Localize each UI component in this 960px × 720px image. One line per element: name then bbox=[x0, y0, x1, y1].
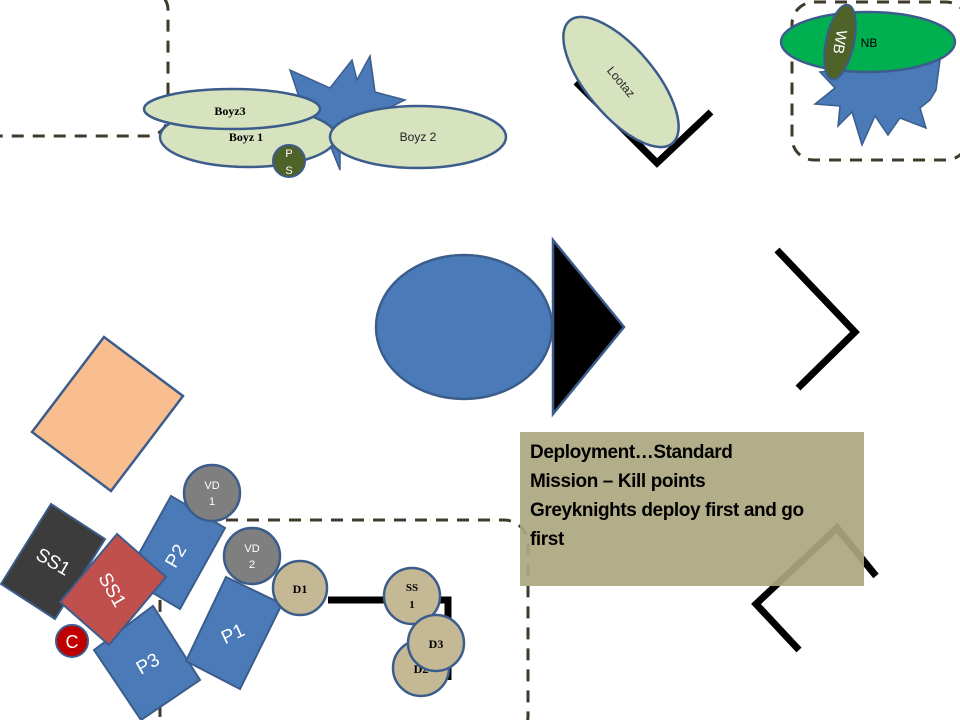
unit-d1-label: D1 bbox=[293, 582, 308, 596]
ork-deploy-zone-right bbox=[790, 0, 960, 162]
objective-center bbox=[374, 253, 554, 401]
unit-p3[interactable] bbox=[92, 604, 202, 720]
unit-boyz-3[interactable] bbox=[142, 87, 322, 131]
unit-ps[interactable] bbox=[272, 144, 306, 178]
unit-vd1-label-2: 1 bbox=[209, 496, 215, 508]
unit-ss1-red[interactable] bbox=[58, 532, 168, 647]
info-deployment: Deployment…Standard bbox=[530, 442, 733, 463]
unit-ss1-circle-label-1: SS bbox=[406, 582, 418, 594]
info-first-turn-cont: first bbox=[530, 529, 564, 550]
nb-explosion-marker bbox=[813, 59, 941, 148]
unit-p1[interactable] bbox=[184, 575, 284, 691]
unit-d1[interactable] bbox=[271, 559, 329, 617]
objective-arrow bbox=[551, 236, 626, 418]
unit-vd2[interactable] bbox=[222, 526, 282, 586]
unit-nb-label: NB bbox=[861, 36, 878, 50]
unit-lootaz[interactable] bbox=[544, 0, 699, 165]
unit-chaplain[interactable] bbox=[55, 624, 89, 658]
unit-boyz-2[interactable] bbox=[328, 104, 508, 170]
unit-vd1[interactable] bbox=[182, 463, 242, 523]
unit-ps-label-2: S bbox=[285, 165, 292, 177]
unit-chaplain-label: C bbox=[66, 632, 79, 652]
unit-boyz-3-label: Boyz3 bbox=[214, 104, 245, 118]
unit-d3-label: D3 bbox=[429, 637, 444, 651]
unit-vd2-label-1: VD bbox=[244, 543, 259, 555]
unit-vd1-label-1: VD bbox=[204, 480, 219, 492]
unit-ss1-circle[interactable] bbox=[382, 566, 442, 626]
unit-ss1-dark[interactable] bbox=[0, 502, 107, 621]
info-mission: Mission – Kill points bbox=[530, 471, 706, 492]
unit-boyz-1-label: Boyz 1 bbox=[229, 130, 263, 144]
unit-vd2-label-2: 2 bbox=[249, 559, 255, 571]
unit-wb[interactable] bbox=[818, 2, 861, 82]
unit-wb-label: WB bbox=[829, 29, 850, 56]
info-first-turn: Greyknights deploy first and go bbox=[530, 500, 804, 521]
unit-boyz-2-label: Boyz 2 bbox=[400, 130, 437, 144]
unit-ss1-circle-label-2: 1 bbox=[409, 599, 415, 611]
unit-d3[interactable] bbox=[406, 613, 466, 673]
terrain-orange bbox=[30, 335, 185, 493]
unit-ps-label-1: P bbox=[285, 148, 292, 160]
ruin-wall-right bbox=[774, 247, 860, 391]
mission-info-box: Deployment…Standard Mission – Kill point… bbox=[520, 432, 864, 586]
ork-deploy-zone-left bbox=[0, 0, 170, 138]
